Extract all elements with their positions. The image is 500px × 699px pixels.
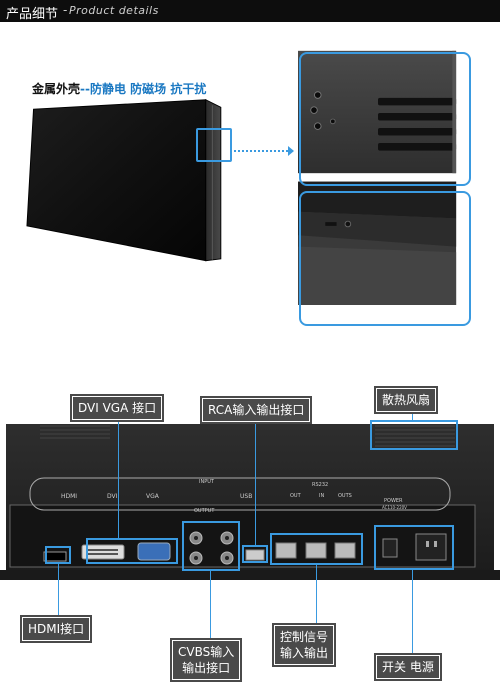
callout-cvbs-line2: 输出接口 [182,661,231,675]
dotted-connector [230,150,292,152]
highlight-control [270,533,363,565]
highlight-usb [242,545,268,563]
line-power [412,570,413,656]
line-dvi [118,418,119,538]
tagline: 金属外壳--防静电 防磁场 抗干扰 [32,80,206,97]
header-title-cn: 产品细节 [6,7,59,22]
line-hdmi [58,564,59,619]
highlight-cvbs [182,521,240,571]
line-rca [255,420,256,545]
highlight-dvi-vga [86,538,178,564]
callout-rca: RCA输入输出接口 [199,396,313,424]
callout-fan: 散热风扇 [373,386,439,414]
callout-control-line2: 输入输出 [280,646,329,660]
highlight-power [374,525,454,570]
callout-hdmi: HDMI接口 [19,615,93,643]
line-fan [412,410,413,422]
highlight-hdmi [45,546,71,564]
highlight-box-side [196,128,232,162]
callout-cvbs-line1: CVBS输入 [178,645,235,659]
callout-dvi-vga: DVI VGA 接口 [69,394,165,422]
monitor-side [205,99,222,262]
arrow-icon [288,146,294,156]
callout-control: 控制信号 输入输出 [271,623,337,667]
line-ctrl [316,565,317,627]
detail-box-vents [299,52,471,186]
callout-power: 开关 电源 [374,653,442,681]
line-cvbs [210,571,211,641]
header-title-en: Product details [69,4,159,17]
highlight-fan [370,420,458,450]
header-separator: - [63,3,68,17]
tagline-main: 金属外壳 [32,82,81,96]
callout-control-line1: 控制信号 [280,630,329,644]
tagline-features: --防静电 防磁场 抗干扰 [80,82,207,96]
detail-box-edge [299,191,471,326]
monitor-screen [26,99,207,262]
section-header: 产品细节 - Product details [0,0,500,22]
callout-cvbs: CVBS输入 输出接口 [169,638,243,682]
